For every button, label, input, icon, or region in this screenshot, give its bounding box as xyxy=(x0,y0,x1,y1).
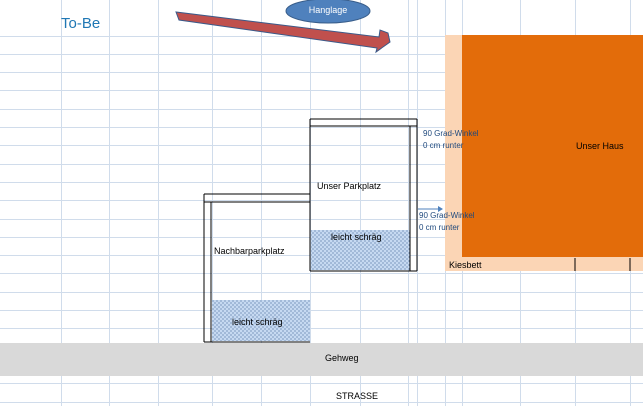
sidewalk-band xyxy=(0,343,643,376)
house-block xyxy=(462,35,643,257)
angle-note-bottom-line1: 90 Grad-Winkel xyxy=(419,211,475,220)
page-title: To-Be xyxy=(61,15,101,32)
angle-note-top-line1: 90 Grad-Winkel xyxy=(423,129,479,138)
gravel-label: Kiesbett xyxy=(449,260,482,270)
neighbor-parking-label: Nachbarparkplatz xyxy=(214,246,285,256)
street-label: STRASSE xyxy=(336,391,379,401)
sidewalk-label: Gehweg xyxy=(325,353,359,363)
neighbor-parking-slope-area xyxy=(212,300,310,341)
our-parking-slope-label: leicht schräg xyxy=(331,232,382,242)
connector-arrow-head xyxy=(438,206,443,212)
slope-label: Hanglage xyxy=(308,5,348,15)
our-parking-slope-area xyxy=(311,230,410,270)
neighbor-parking-slope-label: leicht schräg xyxy=(232,317,283,327)
angle-note-bottom-line2: 0 cm runter xyxy=(419,223,460,232)
house-label: Unser Haus xyxy=(576,141,624,151)
slope-arrow xyxy=(175,11,391,54)
angle-note-top-line2: 0 cm runter xyxy=(423,141,464,150)
our-parking-label: Unser Parkplatz xyxy=(317,181,382,191)
slope-ellipse xyxy=(285,0,371,24)
